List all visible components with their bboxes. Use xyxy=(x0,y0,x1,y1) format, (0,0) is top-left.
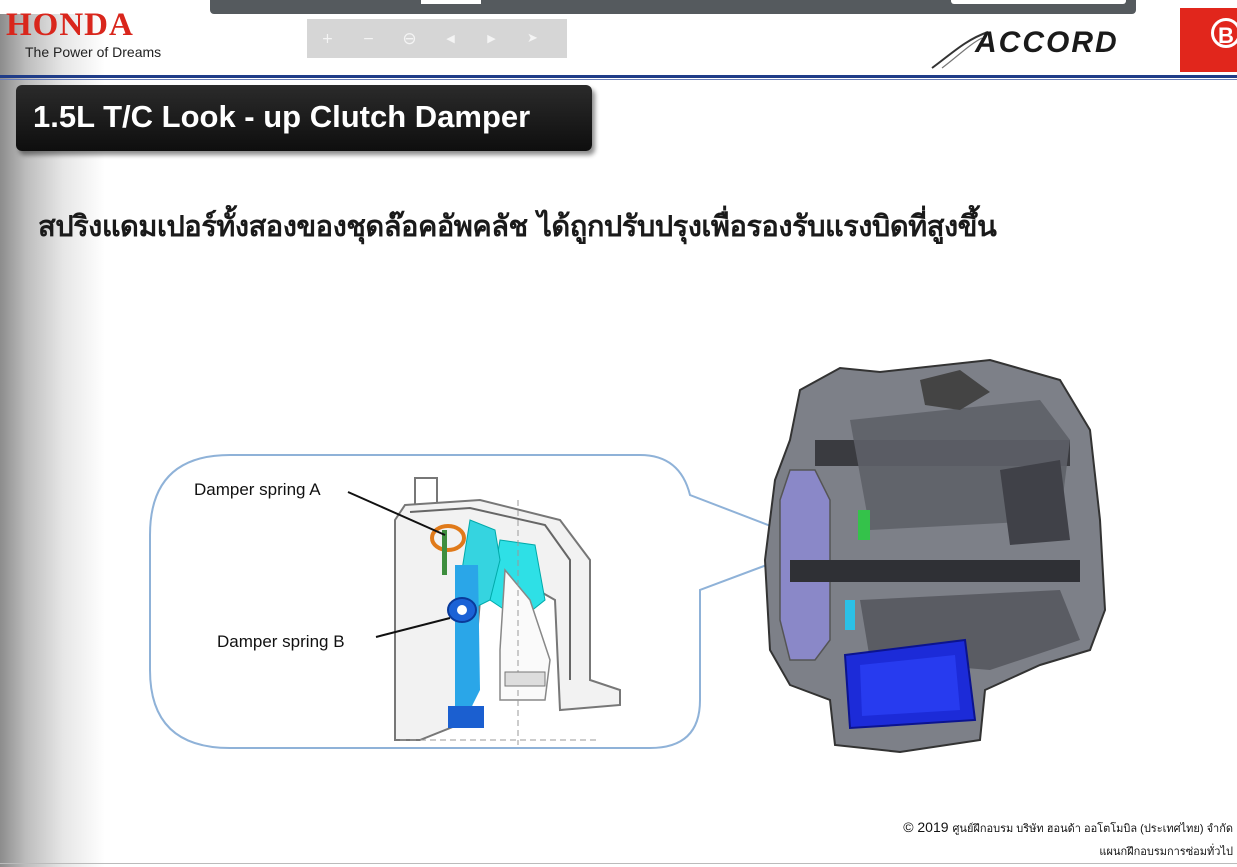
previous-icon: ◀ xyxy=(446,32,455,45)
leader-line-a xyxy=(347,491,446,536)
slide-subtitle: สปริงแดมเปอร์ทั้งสองของชุดล๊อคอัพคลัช ได… xyxy=(38,209,997,243)
viewer-tab[interactable] xyxy=(421,0,481,4)
slide-toolbar: + − ⊖ ◀ ▶ ➤ xyxy=(307,19,567,58)
header-rule xyxy=(0,75,1237,78)
footer-department: แผนกฝึกอบรมการซ่อมทั่วไป xyxy=(1099,846,1233,858)
pointer-button[interactable]: ➤ xyxy=(512,19,553,58)
transmission-cutaway xyxy=(763,358,1107,754)
slide-title: 1.5L T/C Look - up Clutch Damper xyxy=(16,85,592,151)
zoom-reset-icon: ⊖ xyxy=(402,28,417,49)
leader-line-b xyxy=(375,617,451,638)
viewer-tab[interactable] xyxy=(951,0,1126,4)
label-damper-spring-b: Damper spring B xyxy=(217,632,345,651)
previous-button[interactable]: ◀ xyxy=(430,19,471,58)
label-damper-spring-a: Damper spring A xyxy=(194,480,321,499)
header-rule-thin xyxy=(0,79,1237,80)
next-icon: ▶ xyxy=(487,32,496,45)
accord-swoosh-icon xyxy=(931,31,989,69)
zoom-in-button[interactable]: + xyxy=(307,19,348,58)
copyright-year: © 2019 xyxy=(903,819,949,835)
b-badge-icon: B xyxy=(1211,18,1237,48)
zoom-in-icon: + xyxy=(321,30,334,47)
zoom-out-icon: − xyxy=(362,30,375,47)
zoom-reset-button[interactable]: ⊖ xyxy=(389,19,430,58)
pointer-icon: ➤ xyxy=(527,31,538,46)
accord-logo: ACCORD xyxy=(975,26,1119,59)
clutch-cross-section xyxy=(394,477,621,745)
footer-copyright: © 2019 ศูนย์ฝึกอบรม บริษัท ฮอนด้า ออโตโม… xyxy=(903,819,1233,837)
dealer-badge: B xyxy=(1180,8,1237,72)
copyright-text: ศูนย์ฝึกอบรม บริษัท ฮอนด้า ออโตโมบิล (ปร… xyxy=(952,823,1233,835)
next-button[interactable]: ▶ xyxy=(471,19,512,58)
bottom-divider xyxy=(0,863,1237,864)
zoom-out-button[interactable]: − xyxy=(348,19,389,58)
honda-tagline: The Power of Dreams xyxy=(25,44,162,60)
honda-logo: HONDA xyxy=(6,7,134,43)
